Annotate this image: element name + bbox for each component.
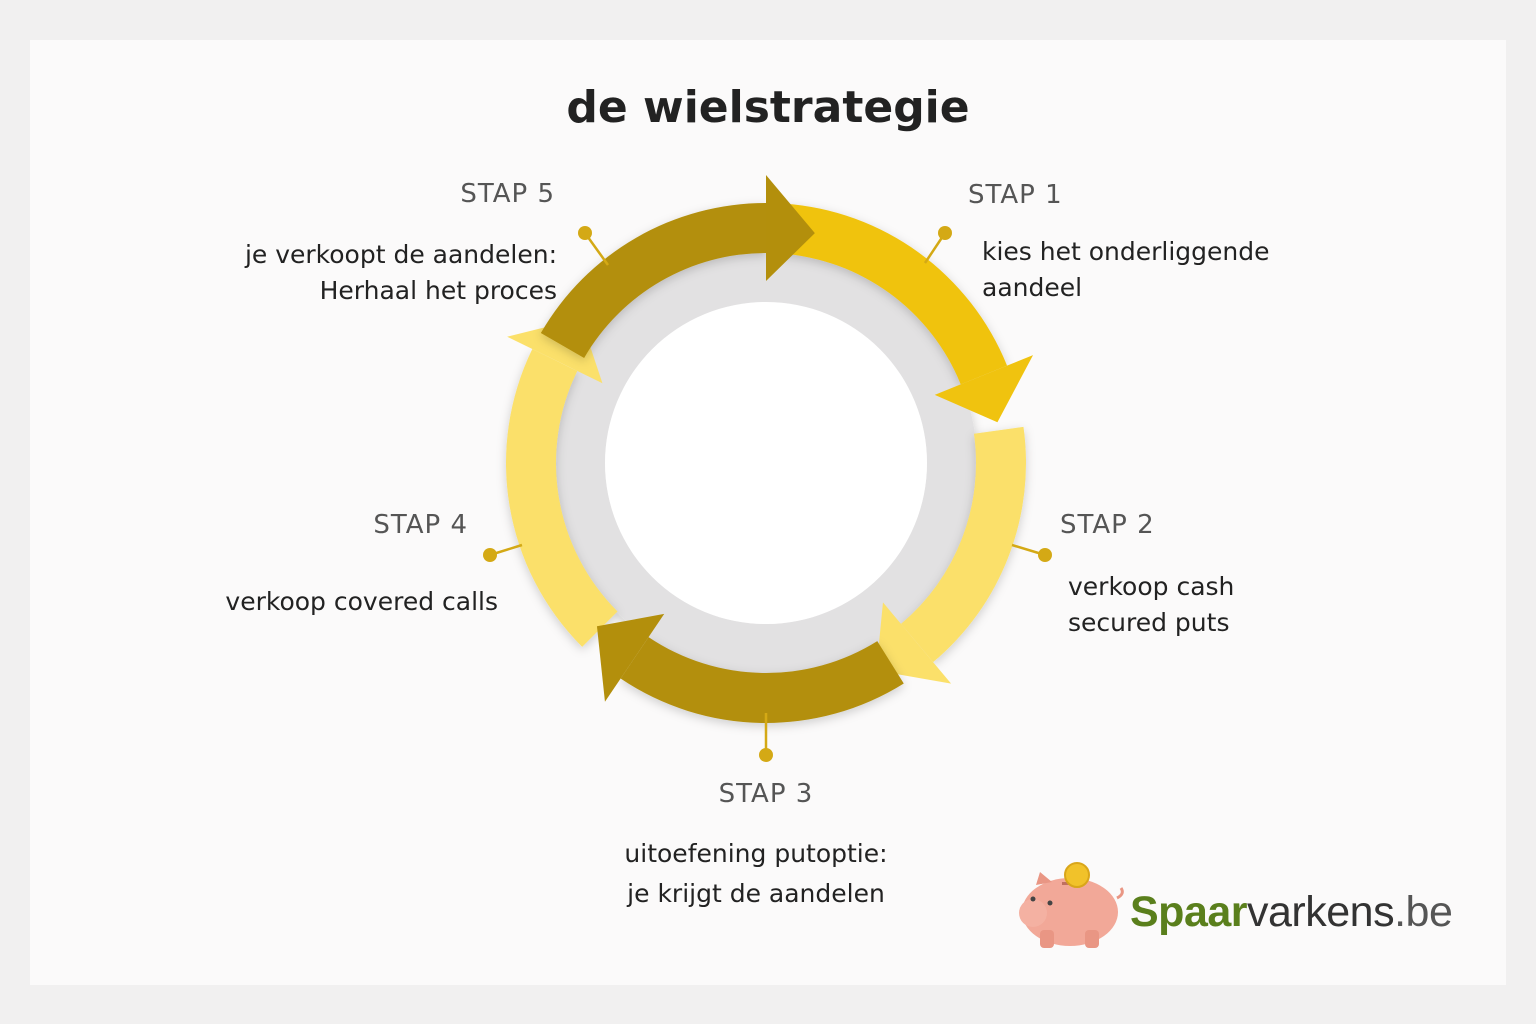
logo-part-1: Spaar xyxy=(1130,888,1248,936)
step-2-label: STAP 2 xyxy=(1060,510,1155,540)
step-4-line: verkoop covered calls xyxy=(225,587,498,616)
step-3-line: uitoefening putoptie: xyxy=(624,839,888,868)
step-3-arrow-arc xyxy=(620,637,904,723)
step-2-line: secured puts xyxy=(1068,608,1230,637)
step-1-line: kies het onderliggende xyxy=(982,237,1270,266)
spaarvarkens-logo[interactable]: Spaarvarkens.be xyxy=(1130,888,1453,937)
step-2-description: verkoop cash secured puts xyxy=(1068,569,1234,641)
step-1-description: kies het onderliggende aandeel xyxy=(982,234,1270,306)
step-1-connector-dot xyxy=(938,226,952,240)
step-2-arrow-arrowhead xyxy=(876,602,952,684)
step-5-description: je verkoopt de aandelen: Herhaal het pro… xyxy=(150,237,557,309)
logo-part-2: varkens xyxy=(1247,888,1395,936)
step-5-arrow-arrowhead xyxy=(766,175,815,281)
step-2-connector-dot xyxy=(1038,548,1052,562)
step-5-line: je verkoopt de aandelen: xyxy=(244,240,557,269)
wheel-center xyxy=(605,302,927,624)
step-5-label: STAP 5 xyxy=(460,179,555,209)
step-5-connector-dot xyxy=(578,226,592,240)
diagram-title: de wielstrategie xyxy=(566,82,970,133)
step-4-arrow-arc xyxy=(505,349,618,647)
step-4-description: verkoop covered calls xyxy=(150,584,498,620)
logo-part-3: .be xyxy=(1394,888,1453,936)
step-5-arrow-arc xyxy=(540,203,766,358)
step-1-label: STAP 1 xyxy=(968,180,1063,210)
step-4-label: STAP 4 xyxy=(373,510,468,540)
step-1-arrow-arc xyxy=(780,203,1008,385)
step-4-connector-dot xyxy=(483,548,497,562)
step-2-line: verkoop cash xyxy=(1068,572,1235,601)
step-3-line: je krijgt de aandelen xyxy=(627,879,885,908)
step-3-arrow-arrowhead xyxy=(596,613,665,702)
step-5-line: Herhaal het proces xyxy=(319,276,557,305)
step-2-arrow-arc xyxy=(900,426,1026,663)
step-3-label: STAP 3 xyxy=(718,779,814,809)
step-1-arrow-arrowhead xyxy=(934,355,1034,423)
step-3-connector-dot xyxy=(759,748,773,762)
step-1-line: aandeel xyxy=(982,273,1083,302)
step-3-description: uitoefening putoptie: je krijgt de aande… xyxy=(556,836,956,912)
